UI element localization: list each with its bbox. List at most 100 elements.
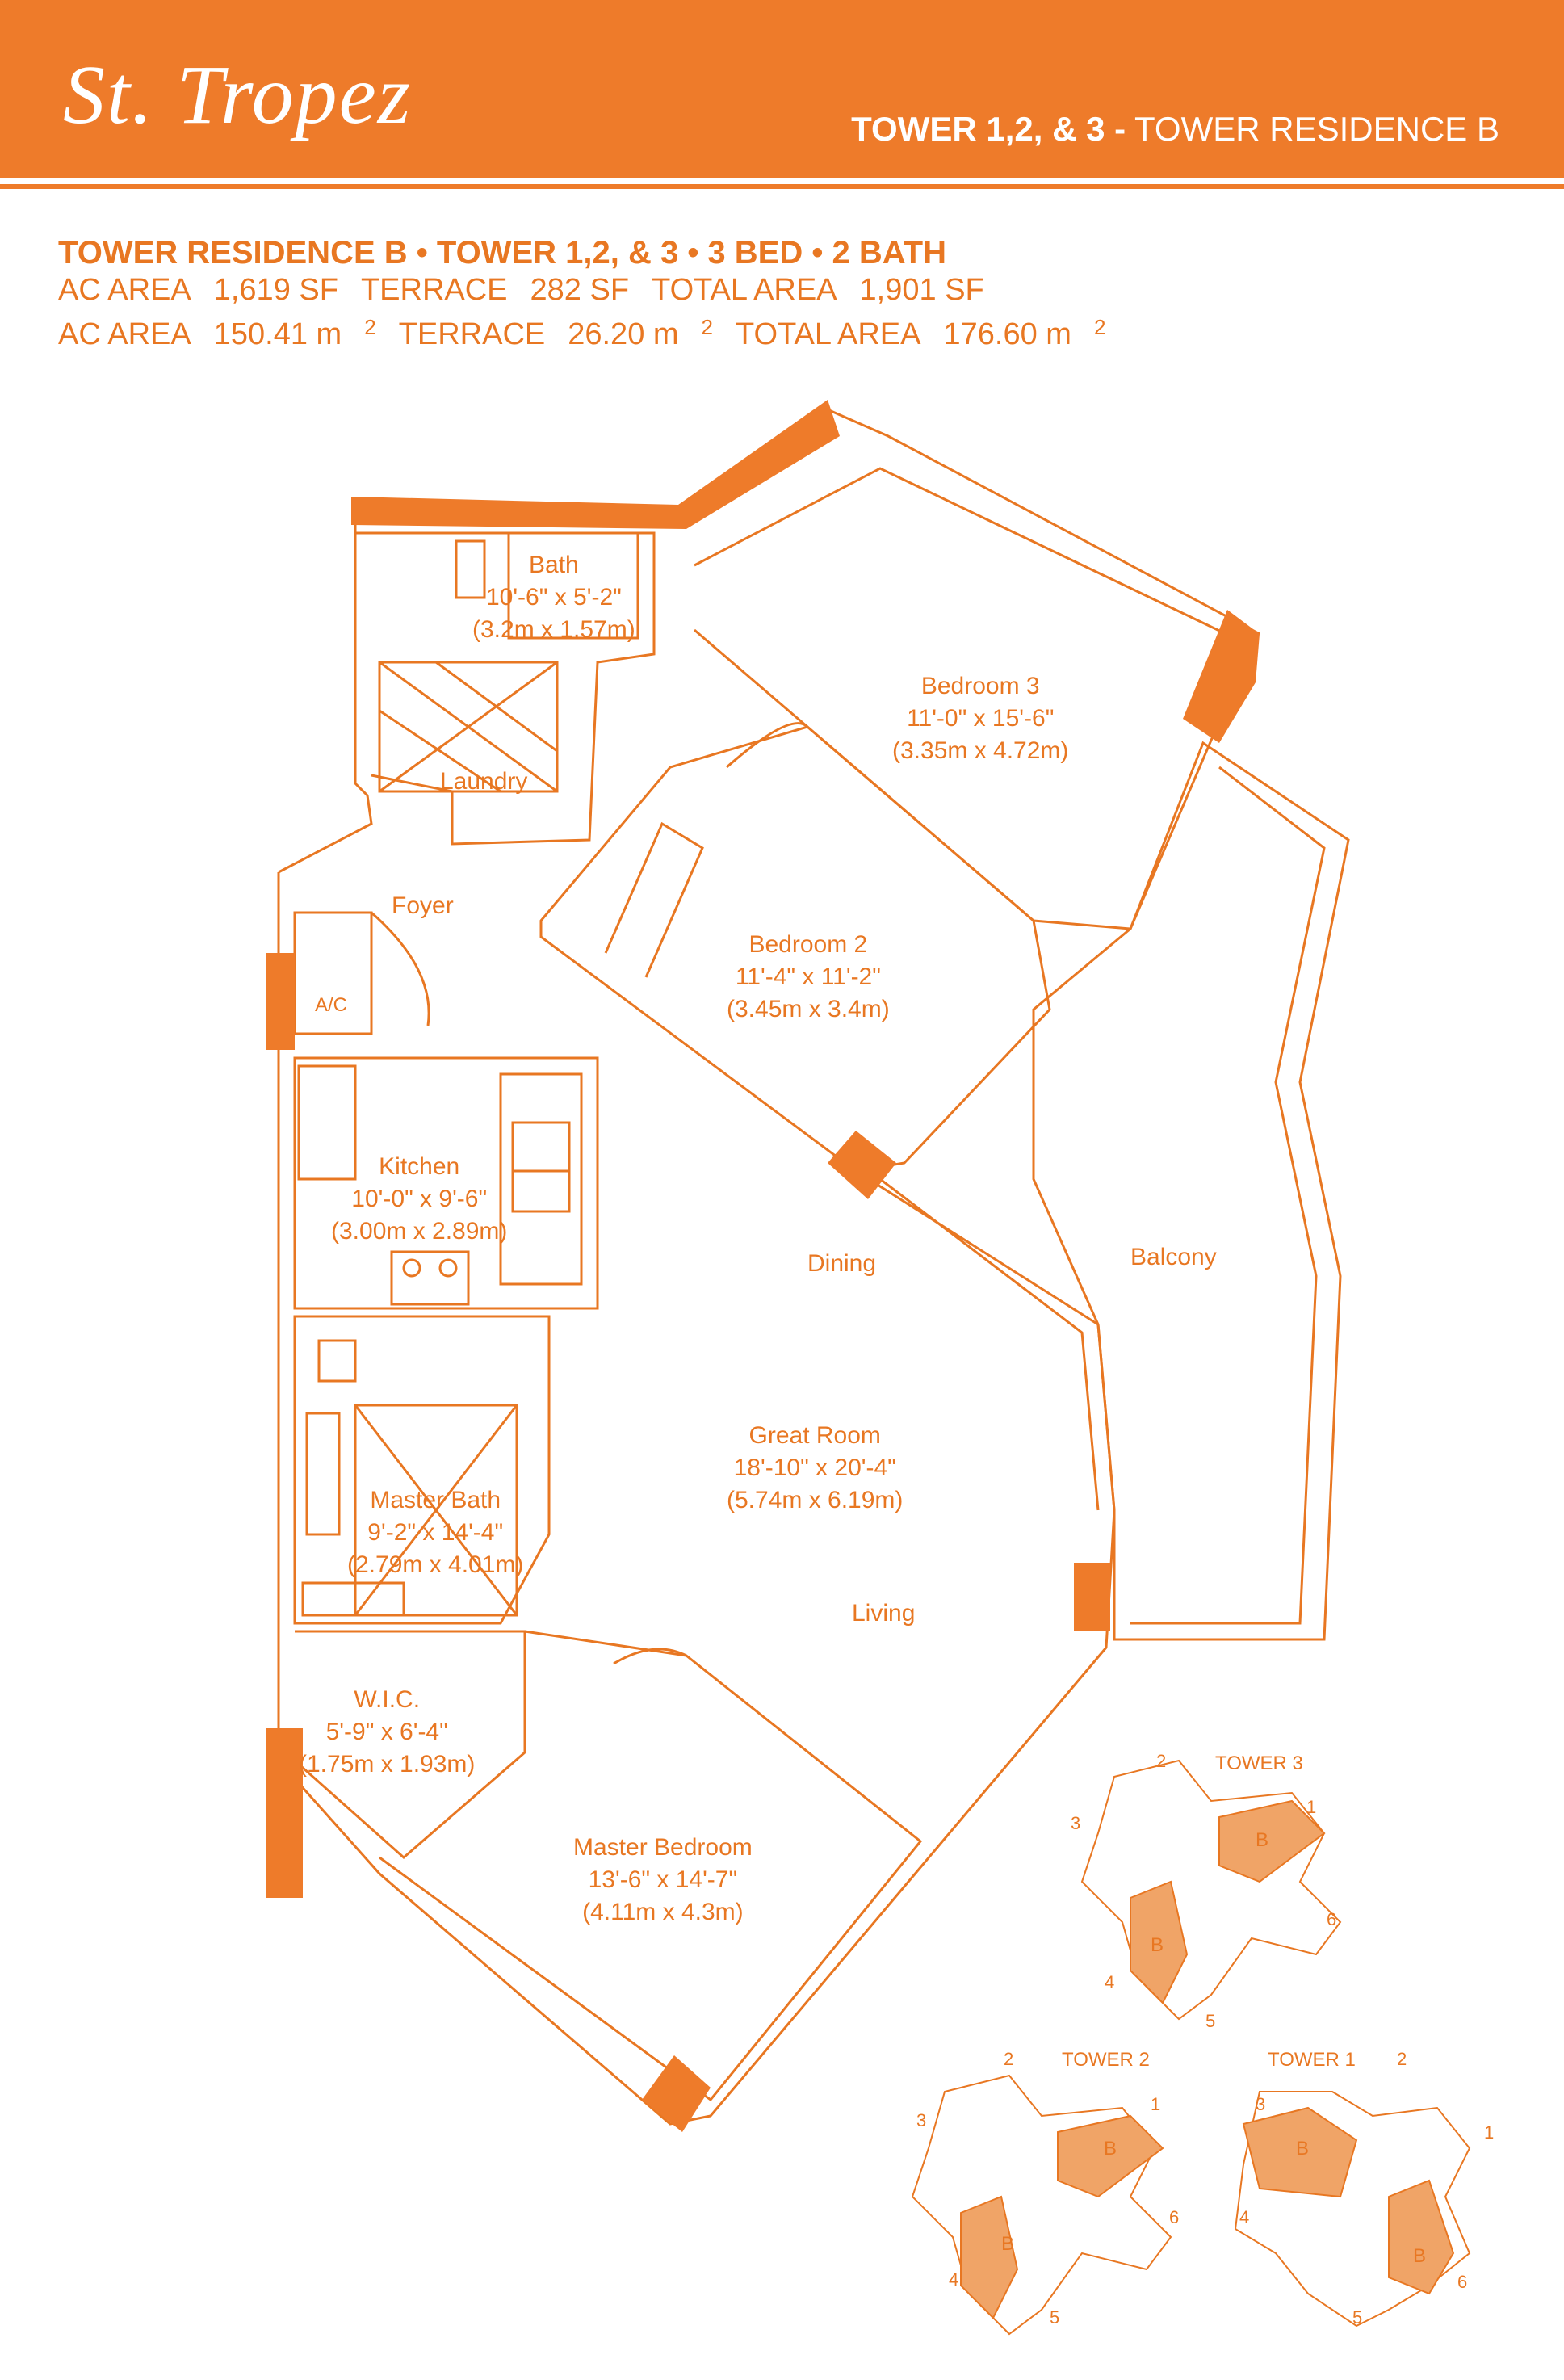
room-balcony: Balcony bbox=[1130, 1241, 1217, 1274]
kitchen-sink bbox=[511, 1121, 571, 1213]
outer-wall-left bbox=[277, 872, 1108, 2126]
tower3-label: TOWER 3 bbox=[1215, 1752, 1303, 1774]
bath-fixtures bbox=[455, 531, 639, 640]
room-ac-name: A/C bbox=[315, 994, 348, 1016]
header-rule bbox=[0, 184, 1564, 189]
ac-area-metric-number: 150.41 m bbox=[213, 317, 342, 351]
balcony-outline bbox=[1032, 741, 1350, 1641]
wall-block-ac bbox=[266, 953, 295, 1050]
room-bedroom2-metric: (3.45m x 3.4m) bbox=[727, 996, 890, 1022]
key-plan-tower1 bbox=[1234, 2091, 1471, 2328]
room-dining-name: Dining bbox=[807, 1250, 877, 1277]
terrace-label: TERRACE bbox=[360, 273, 508, 307]
header-bar: St. Tropez TOWER 1,2, & 3 - TOWER RESIDE… bbox=[0, 0, 1564, 178]
room-wic-dims: 5'-9" x 6'-4" bbox=[325, 1719, 448, 1745]
room-bath-name: Bath bbox=[529, 552, 579, 578]
room-kitchen-name: Kitchen bbox=[379, 1153, 460, 1180]
tower2-num-2: 2 bbox=[1004, 2049, 1014, 2069]
wall-block-bed2 bbox=[828, 1131, 896, 1199]
laundry-tiles bbox=[378, 661, 559, 793]
header-title: TOWER 1,2, & 3 - TOWER RESIDENCE B bbox=[851, 110, 1499, 149]
wall-block-living bbox=[1074, 1563, 1110, 1631]
unit-superscript: 2 bbox=[1093, 315, 1106, 339]
ac-area-label: AC AREA bbox=[58, 273, 191, 307]
room-bath-dims: 10'-6" x 5'-2" bbox=[485, 584, 622, 611]
room-living: Living bbox=[852, 1597, 915, 1630]
unit-superscript: 2 bbox=[701, 315, 714, 339]
room-great-room-dims: 18'-10" x 20'-4" bbox=[733, 1454, 896, 1481]
total-metric-number: 176.60 m bbox=[943, 317, 1071, 351]
room-master-bedroom: Master Bedroom 13'-6" x 14'-7" (4.11m x … bbox=[573, 1832, 753, 1929]
master-bedroom-walls bbox=[379, 1630, 923, 2102]
tower3-num-3: 3 bbox=[1071, 1813, 1081, 1833]
total-area-label-metric: TOTAL AREA bbox=[736, 317, 921, 351]
room-master-bath-dims: 9'-2" x 14'-4" bbox=[367, 1519, 504, 1546]
room-bedroom3: Bedroom 3 11'-0" x 15'-6" (3.35m x 4.72m… bbox=[892, 670, 1068, 767]
tower3-unit-b-2: B bbox=[1151, 1934, 1164, 1956]
tower3-num-6: 6 bbox=[1327, 1909, 1337, 1929]
unit-spec: TOWER RESIDENCE B • TOWER 1,2, & 3 • 3 B… bbox=[58, 234, 1128, 353]
burner bbox=[438, 1258, 458, 1278]
room-wic-name: W.I.C. bbox=[354, 1686, 421, 1713]
tower1-num-1: 1 bbox=[1484, 2122, 1495, 2143]
room-great-room-name: Great Room bbox=[748, 1422, 881, 1449]
tower3-num-2: 2 bbox=[1156, 1751, 1167, 1771]
room-bedroom2-dims: 11'-4" x 11'-2" bbox=[735, 963, 881, 990]
tower1-num-5: 5 bbox=[1352, 2307, 1363, 2328]
room-laundry: Laundry bbox=[440, 766, 527, 798]
unit-superscript: 2 bbox=[364, 315, 376, 339]
wall-block-top bbox=[351, 400, 840, 529]
room-bedroom2-name: Bedroom 2 bbox=[748, 931, 868, 958]
room-bedroom3-dims: 11'-0" x 15'-6" bbox=[907, 705, 1055, 732]
room-bath: Bath 10'-6" x 5'-2" (3.2m x 1.57m) bbox=[472, 549, 635, 646]
kitchen-counter bbox=[297, 1064, 583, 1286]
room-master-bath-metric: (2.79m x 4.01m) bbox=[347, 1551, 524, 1578]
room-laundry-name: Laundry bbox=[440, 768, 528, 795]
ac-area-label-metric: AC AREA bbox=[58, 317, 191, 351]
tower3-num-5: 5 bbox=[1205, 2011, 1216, 2031]
total-area-value: 1,901 SF bbox=[859, 273, 984, 307]
key-plan-tower2 bbox=[911, 2074, 1172, 2336]
room-dining: Dining bbox=[807, 1248, 876, 1280]
room-bath-metric: (3.2m x 1.57m) bbox=[472, 616, 635, 643]
room-kitchen-dims: 10'-0" x 9'-6" bbox=[351, 1186, 488, 1212]
bedroom3-door bbox=[726, 722, 809, 769]
master-bath-walls bbox=[293, 1315, 551, 1625]
room-master-bedroom-metric: (4.11m x 4.3m) bbox=[582, 1899, 744, 1925]
wic-walls bbox=[294, 1630, 526, 1859]
spec-title: TOWER RESIDENCE B • TOWER 1,2, & 3 • 3 B… bbox=[58, 235, 946, 271]
tower2-num-5: 5 bbox=[1050, 2307, 1060, 2328]
wall-block-wic bbox=[266, 1728, 303, 1898]
room-balcony-name: Balcony bbox=[1130, 1244, 1217, 1270]
room-foyer: Foyer bbox=[392, 890, 454, 922]
tower2-num-6: 6 bbox=[1169, 2207, 1180, 2227]
foyer-door bbox=[371, 911, 430, 1026]
room-ac: A/C bbox=[315, 989, 347, 1022]
header-title-rest: TOWER RESIDENCE B bbox=[1126, 110, 1499, 148]
room-great-room-metric: (5.74m x 6.19m) bbox=[727, 1487, 904, 1513]
bath-walls bbox=[355, 531, 656, 846]
tower2-num-3: 3 bbox=[916, 2110, 927, 2130]
total-area-label: TOTAL AREA bbox=[652, 273, 837, 307]
room-bedroom2: Bedroom 2 11'-4" x 11'-2" (3.45m x 3.4m) bbox=[727, 929, 890, 1026]
room-master-bedroom-dims: 13'-6" x 14'-7" bbox=[588, 1866, 738, 1893]
tower2-num-4: 4 bbox=[949, 2269, 959, 2290]
room-wic: W.I.C. 5'-9" x 6'-4" (1.75m x 1.93m) bbox=[299, 1684, 475, 1781]
terrace-label-metric: TERRACE bbox=[398, 317, 546, 351]
room-living-name: Living bbox=[852, 1600, 916, 1627]
balcony-inner bbox=[1130, 766, 1326, 1625]
room-kitchen: Kitchen 10'-0" x 9'-6" (3.00m x 2.89m) bbox=[331, 1151, 507, 1248]
room-great-room: Great Room 18'-10" x 20'-4" (5.74m x 6.1… bbox=[727, 1420, 903, 1517]
entry-wall bbox=[278, 501, 373, 874]
tower1-unit-b-2: B bbox=[1413, 2245, 1427, 2267]
room-master-bath-name: Master Bath bbox=[370, 1487, 501, 1513]
tower1-num-6: 6 bbox=[1457, 2272, 1468, 2292]
tower1-num-4: 4 bbox=[1239, 2207, 1250, 2227]
tower2-label: TOWER 2 bbox=[1062, 2049, 1150, 2071]
tower3-num-4: 4 bbox=[1105, 1972, 1115, 1992]
kitchen-cooktop bbox=[390, 1250, 470, 1306]
